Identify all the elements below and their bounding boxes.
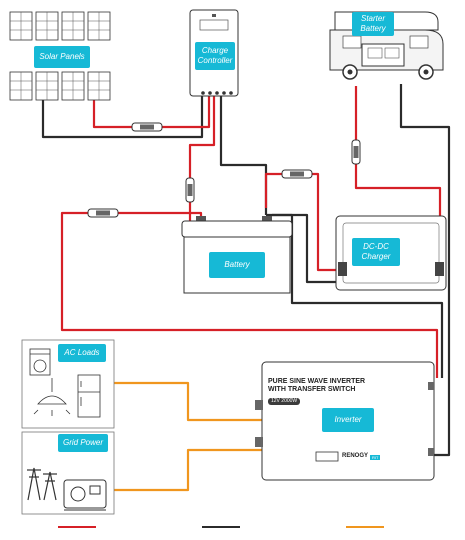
lamp-icon bbox=[33, 378, 71, 416]
power-tower-icon bbox=[27, 467, 57, 501]
negative-wire-controller-battery bbox=[219, 96, 268, 215]
battery-text: Battery bbox=[224, 260, 250, 269]
starter-battery-text-2: Battery bbox=[360, 24, 386, 33]
ac-loads-label: AC Loads bbox=[58, 344, 106, 362]
fuses bbox=[87, 122, 361, 218]
dcdc-charger-label: DC-DC Charger bbox=[352, 238, 400, 266]
negative-wire-battery-dcdc bbox=[272, 213, 341, 284]
battery-label: Battery bbox=[209, 252, 265, 278]
inverter-brand-tag: RIT bbox=[370, 455, 381, 460]
negative-wire-starter-dcdc bbox=[399, 84, 451, 457]
charge-controller-label: Charge Controller bbox=[195, 42, 235, 70]
ac-loads-text: AC Loads bbox=[64, 348, 100, 357]
inverter-brand: RENOGY bbox=[342, 453, 369, 459]
positive-wire-battery-dcdc bbox=[264, 172, 341, 272]
solar-panels-label: Solar Panels bbox=[34, 46, 90, 68]
solar-panels-text: Solar Panels bbox=[39, 52, 85, 61]
inverter-title-line2: WITH TRANSFER SWITCH bbox=[268, 386, 356, 393]
ac-wire-grid bbox=[114, 448, 262, 492]
fuse-starter bbox=[351, 139, 361, 165]
starter-battery-label: Starter Battery bbox=[352, 12, 394, 36]
dcdc-charger-text-2: Charger bbox=[361, 252, 391, 261]
washing-machine-icon bbox=[29, 348, 51, 376]
ac-wire-loads bbox=[114, 381, 262, 422]
wires bbox=[41, 84, 451, 492]
negative-wire-solar bbox=[41, 96, 204, 139]
fuse-dcdc bbox=[281, 169, 313, 179]
inverter-title-line1: PURE SINE WAVE INVERTER bbox=[268, 378, 366, 385]
refrigerator-icon bbox=[77, 374, 101, 418]
inverter-label: Inverter bbox=[322, 408, 374, 432]
positive-wire-solar bbox=[92, 96, 211, 129]
charge-controller-text-2: Controller bbox=[197, 56, 233, 65]
charge-controller-text-1: Charge bbox=[201, 46, 229, 55]
inverter-spec-badge: 12V 2000W bbox=[268, 398, 301, 405]
dcdc-charger-text-1: DC-DC bbox=[363, 242, 389, 251]
starter-battery-text-1: Starter bbox=[360, 14, 385, 23]
generator-icon bbox=[63, 479, 107, 511]
fuse-controller bbox=[185, 177, 195, 203]
inverter-title: PURE SINE WAVE INVERTER WITH TRANSFER SW… bbox=[268, 378, 418, 394]
inverter-text: Inverter bbox=[334, 415, 362, 424]
fuse-inverter bbox=[87, 208, 119, 218]
grid-power-label: Grid Power bbox=[58, 434, 108, 452]
fuse-solar bbox=[131, 122, 163, 132]
solar-panels-icon bbox=[9, 11, 111, 101]
positive-wire-battery-inverter bbox=[60, 211, 439, 378]
battery-icon bbox=[181, 216, 293, 294]
grid-power-text: Grid Power bbox=[62, 438, 103, 447]
